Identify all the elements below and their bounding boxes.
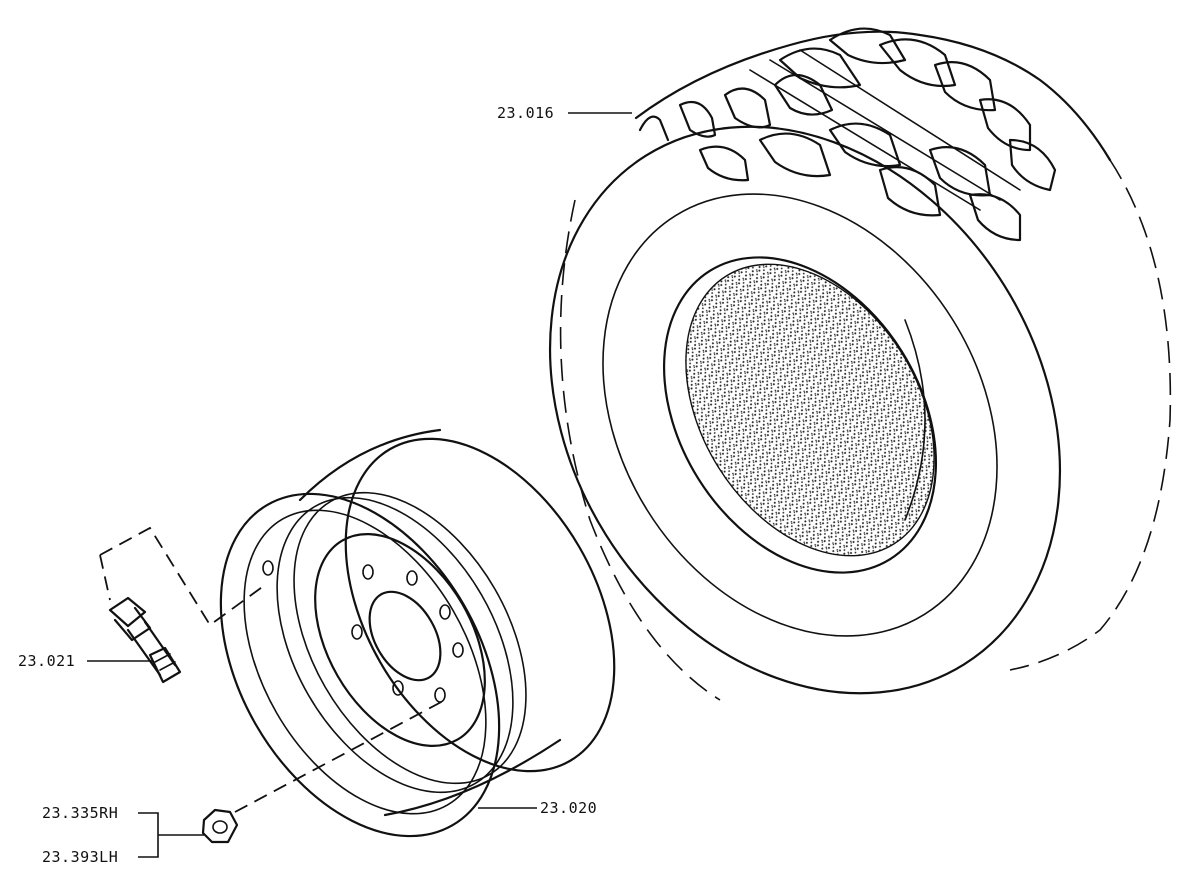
rim-front-flange-inner	[243, 509, 487, 815]
label-rim: 23.020	[540, 799, 598, 817]
rim-valve-hole	[262, 560, 274, 576]
rim-back-flange	[344, 437, 616, 773]
leader-nut	[138, 812, 204, 858]
label-valve: 23.021	[18, 652, 76, 670]
rim-centre-hole	[368, 590, 442, 682]
label-nut-lh: 23.393LH	[42, 848, 119, 866]
valve	[108, 596, 182, 684]
wheel-nut	[201, 808, 239, 844]
nut-assembly-line	[234, 699, 446, 813]
tyre-bore	[662, 256, 938, 574]
label-tyre: 23.016	[497, 104, 555, 122]
tyre-bore-inner-surface	[685, 263, 935, 557]
tyre-hidden-right-edge	[1009, 159, 1172, 671]
rim-disc	[314, 533, 486, 747]
rim-front-flange	[219, 492, 501, 838]
tyre-tread	[634, 27, 1112, 242]
tyre-bore-lip	[904, 319, 926, 521]
tyre	[548, 27, 1172, 701]
tyre-hidden-left-edge	[559, 199, 721, 701]
tyre-outer-sidewall	[548, 125, 1062, 695]
label-nut-rh: 23.335RH	[42, 804, 119, 822]
tyre-inner-bead	[602, 193, 998, 637]
rim-stud-holes	[351, 564, 464, 703]
valve-assembly-line	[99, 526, 266, 627]
